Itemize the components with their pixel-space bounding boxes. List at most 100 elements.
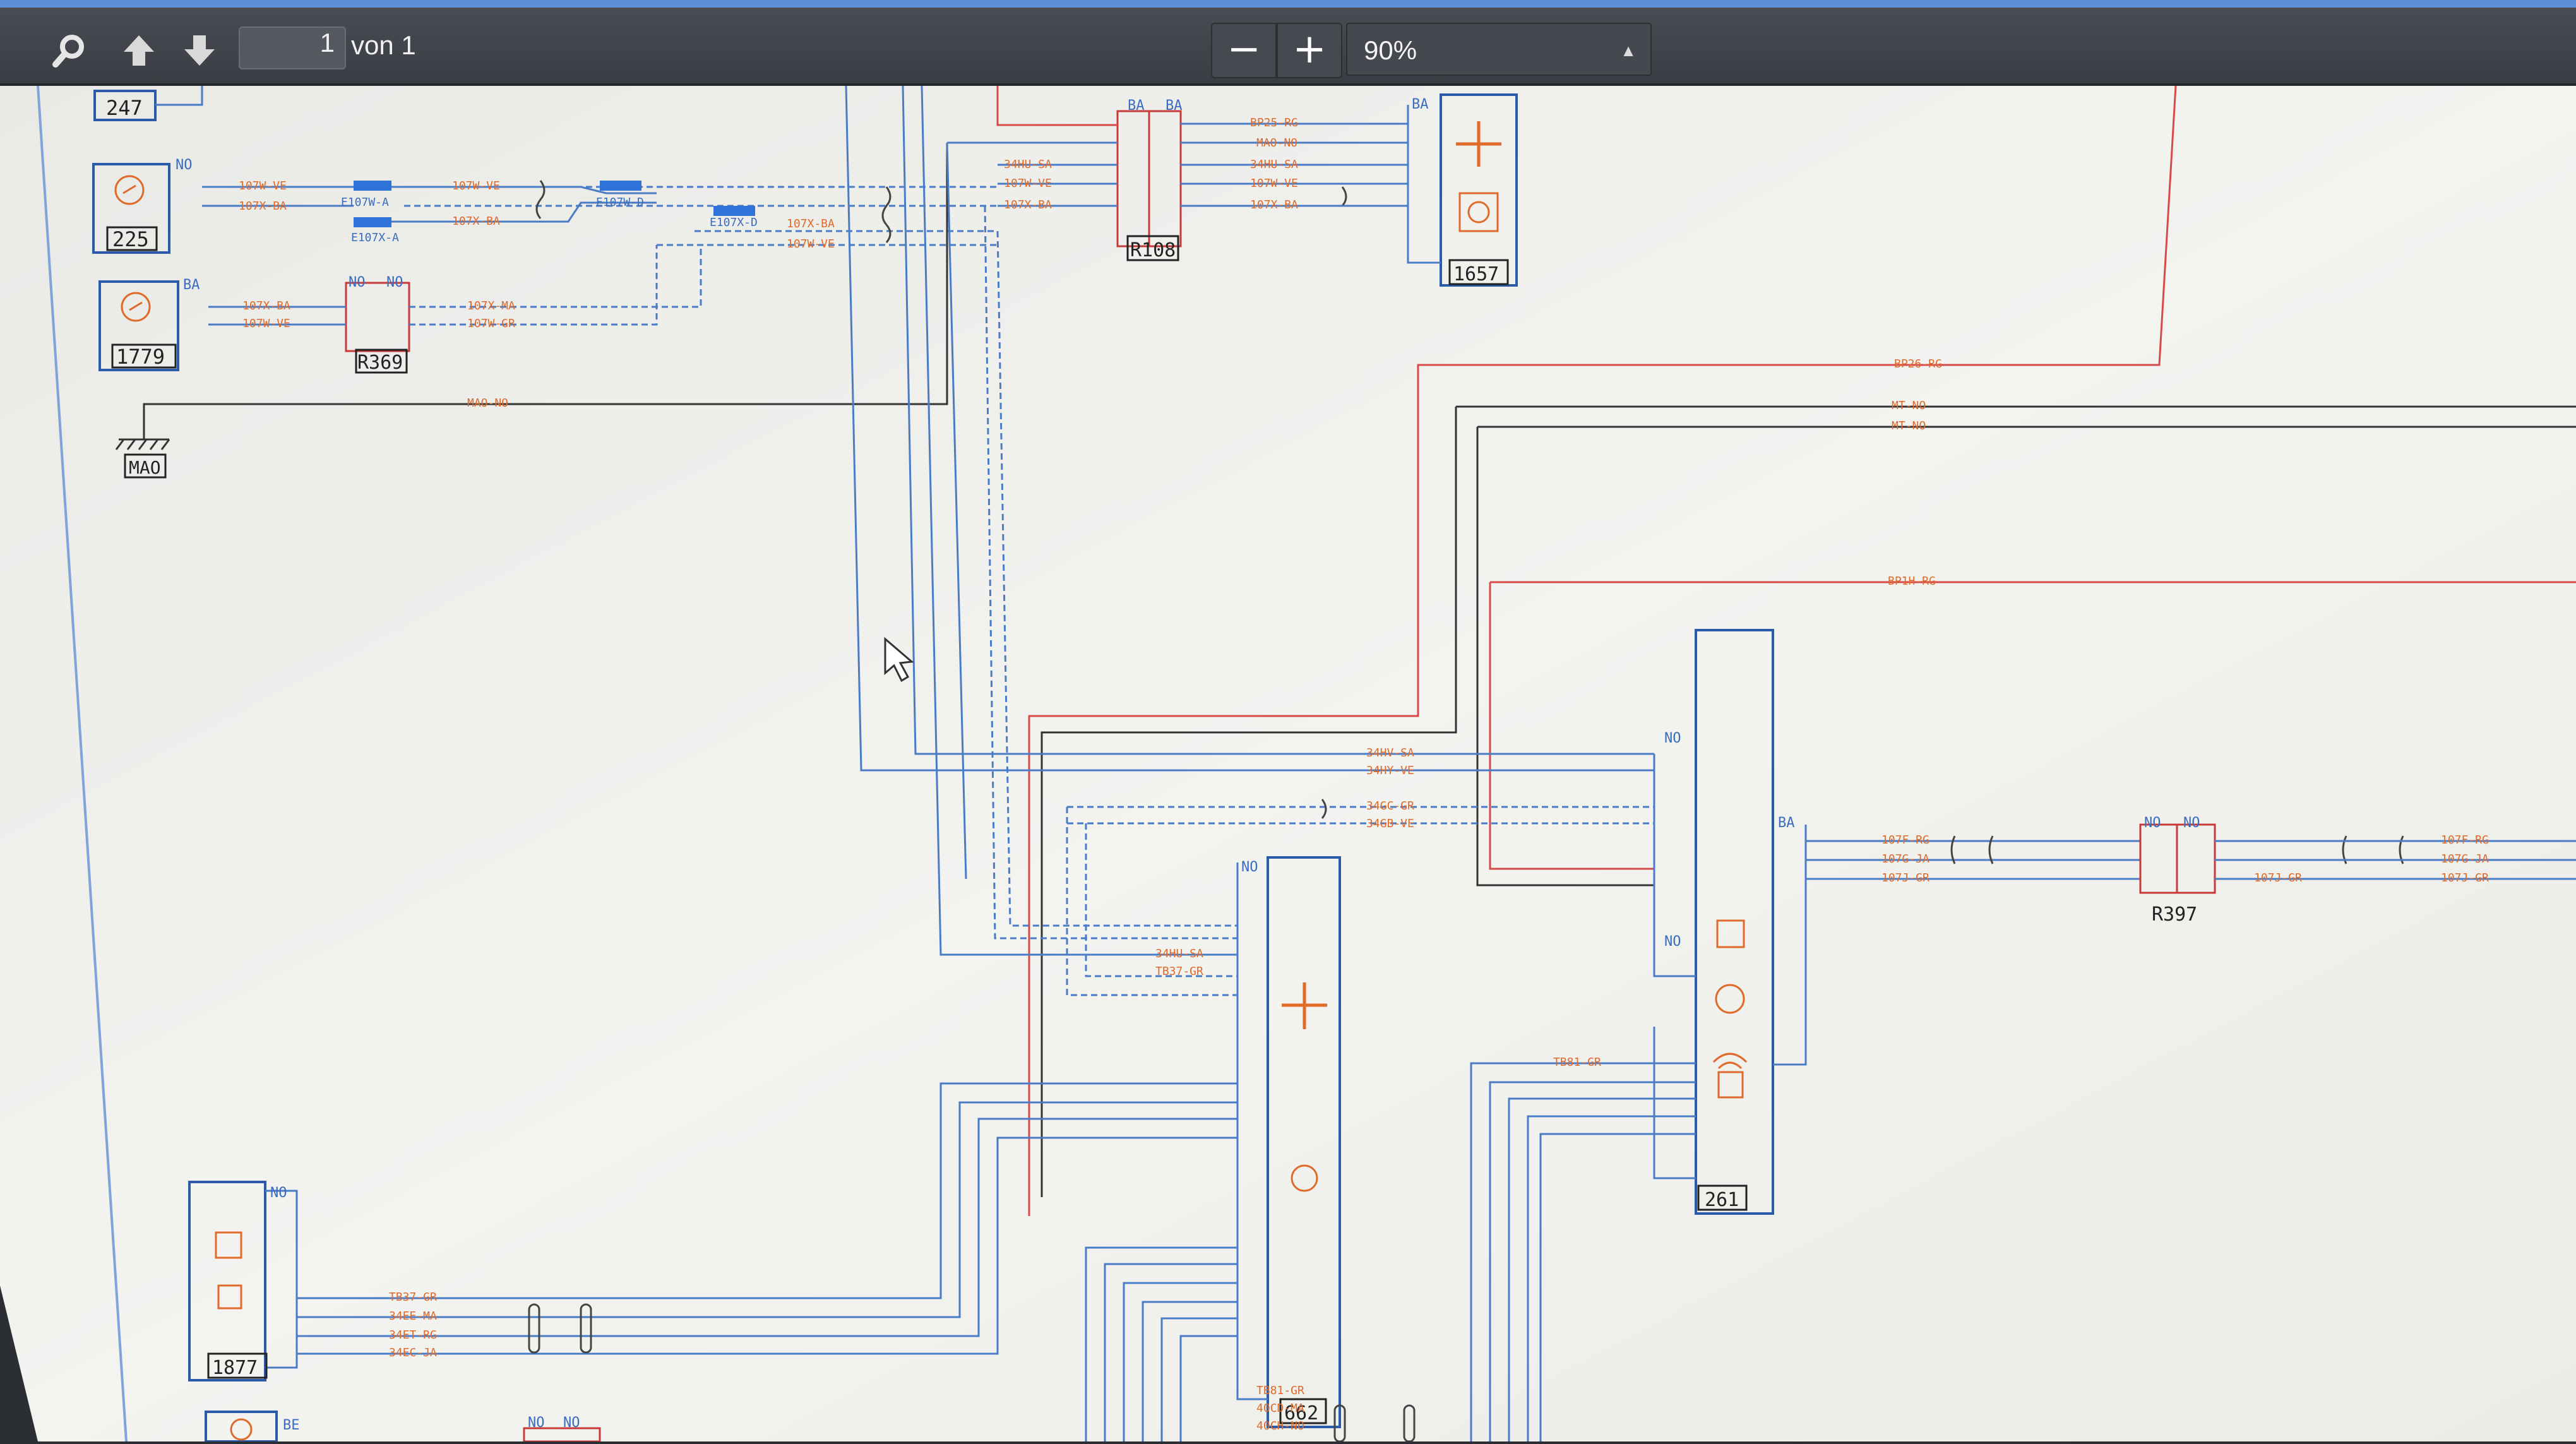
- wire-label-34hv-sa: 34HV-SA: [1366, 746, 1414, 760]
- wire-label-107w-ve-5: 107W-VE: [1004, 177, 1052, 190]
- antenna-icon-base: [1717, 1071, 1744, 1099]
- splice-e107w-a: [354, 181, 391, 191]
- ecu-star-icon: [1456, 121, 1501, 167]
- connector-no-label: NO: [349, 275, 366, 290]
- connector-261-bracket-top: [1653, 754, 1696, 977]
- splice-e107w-d: [600, 181, 641, 191]
- wire-label-107x-ma: 107X-MA: [467, 299, 515, 313]
- camera-icon: [1458, 192, 1499, 232]
- wire-label-107f-rg: 107F-RG: [1881, 833, 1929, 847]
- arrow-up-icon[interactable]: [114, 25, 164, 76]
- wire-label-107w-ve-2: 107W-VE: [452, 179, 500, 193]
- wires-r108-left: [947, 141, 1118, 207]
- connector-r108-tag: [1126, 235, 1179, 261]
- zoom-level-select[interactable]: 90% ▲: [1346, 23, 1652, 76]
- wires-662-bundle: [297, 1062, 1696, 1441]
- page-border-line: [37, 85, 128, 1442]
- splice-label-e107w-d: E107W-D: [596, 196, 644, 209]
- wires-1779: [208, 306, 346, 326]
- sensor-icon: [121, 292, 151, 322]
- connector-no-label: NO: [386, 275, 403, 290]
- radio-icon: [217, 1284, 242, 1310]
- page-number-input[interactable]: 1: [239, 27, 346, 69]
- splice-e107x-a: [354, 217, 391, 227]
- window-accent-line: [0, 0, 2576, 8]
- wire-label-tb81-gr: TB81-GR: [1553, 1056, 1601, 1069]
- wires-r108-right: [1181, 122, 1408, 207]
- connector-ba-label: BA: [1166, 98, 1183, 114]
- wire-label-tb81-gr-2: TB81-GR: [1256, 1384, 1304, 1397]
- splice-label-e107x-a: E107X-A: [351, 231, 399, 244]
- wires-261-r397: [1806, 840, 2140, 880]
- wire-label-34hu-sa-2: 34HU-SA: [1250, 158, 1298, 171]
- connector-no-label: NO: [2183, 815, 2200, 831]
- wire-label-mao-no: MAO-NO: [467, 397, 508, 410]
- arrow-down-icon[interactable]: [174, 25, 225, 76]
- connector-no-label: NO: [270, 1185, 287, 1201]
- speaker-icon: [1716, 919, 1745, 948]
- connector-no-label: NO: [563, 1415, 580, 1431]
- wire-label-107g-ja-2: 107G-JA: [2441, 852, 2489, 866]
- component-1877[interactable]: [188, 1181, 266, 1381]
- wire-label-107j-gr: 107J-GR: [1881, 871, 1929, 885]
- component-662[interactable]: [1267, 856, 1341, 1428]
- twist-markers-r397: [1950, 835, 2404, 864]
- wire-label-107j-gr-2: 107J-GR: [2254, 871, 2302, 885]
- pdf-toolbar: 1 von 1 − + 90% ▲: [0, 0, 2576, 86]
- bus-wires-blue: [845, 85, 1654, 956]
- connector-r369-label: R369: [357, 352, 403, 374]
- component-261-label: 261: [1705, 1189, 1739, 1211]
- wire-label-40ch-no: 40CH-NO: [1256, 1419, 1304, 1433]
- zoom-out-button[interactable]: −: [1211, 23, 1277, 78]
- connector-no-label: NO: [528, 1415, 545, 1431]
- component-225-tag: [106, 226, 158, 251]
- component-662-label: 662: [1284, 1402, 1318, 1424]
- wire-label-bp1h-rg: BP1H-RG: [1888, 575, 1936, 588]
- connector-no-label: NO: [1664, 731, 1681, 746]
- wire-label-tb37-gr: TB37-GR: [1155, 965, 1203, 978]
- wire-247: [155, 86, 203, 106]
- connector-ba-label: BA: [183, 277, 200, 293]
- zoom-level-value: 90%: [1364, 35, 1417, 65]
- wire-label-107f-rg-2: 107F-RG: [2441, 833, 2489, 847]
- component-1779-label: 1779: [116, 345, 165, 369]
- connector-1877-bracket: [265, 1190, 298, 1369]
- component-1657[interactable]: [1440, 93, 1518, 287]
- wire-label-34et-rg: 34ET-RG: [389, 1328, 437, 1342]
- connector-ba-label: BA: [1412, 97, 1429, 112]
- wire-label-107w-ve-6: 107W-VE: [1250, 177, 1298, 190]
- splice-label-e107x-d: E107X-D: [710, 216, 758, 229]
- wire-label-mt-no: MT-NO: [1892, 399, 1926, 412]
- component-261-tag: [1697, 1184, 1748, 1211]
- wire-label-107w-ve-4: 107W-VE: [242, 317, 290, 330]
- wire-label-107w-ve-3: 107W-VE: [787, 237, 835, 251]
- wire-label-107j-gr-3: 107J-GR: [2441, 871, 2489, 885]
- sensor-icon-needle: [129, 301, 143, 311]
- wire-label-34hu-sa-3: 34HU-SA: [1155, 947, 1203, 960]
- mouse-pointer-icon: [884, 636, 914, 683]
- wire-label-107x-ba-2: 107X-BA: [452, 215, 500, 228]
- connector-261-bracket-bottom: [1653, 1027, 1696, 1179]
- component-225-label: 225: [112, 227, 149, 251]
- wire-label-mao-no-2: MAO-NO: [1256, 136, 1297, 150]
- zoom-in-button[interactable]: +: [1277, 23, 1342, 78]
- connector-r369[interactable]: [345, 282, 410, 352]
- wire-label-107w-ve: 107W-VE: [239, 179, 287, 193]
- connector-662-bracket: [1236, 862, 1268, 1400]
- twist-markers: [535, 180, 1347, 243]
- document-viewport[interactable]: 247 225 1779 NO BA 107W-VE 107X-BA E107W…: [0, 85, 2576, 1443]
- wiring-diagram: 247 225 1779 NO BA 107W-VE 107X-BA E107W…: [0, 85, 2576, 1443]
- sensor-icon: [230, 1418, 253, 1441]
- component-1877-label: 1877: [212, 1357, 258, 1379]
- wire-label-107x-ba-6: 107X-BA: [1250, 198, 1298, 212]
- wire-label-34gb-ve: 34GB-VE: [1366, 817, 1414, 830]
- component-1779[interactable]: [98, 280, 179, 371]
- component-225[interactable]: [92, 163, 170, 254]
- twist-marker: [1321, 799, 1327, 819]
- component-261[interactable]: [1695, 629, 1774, 1215]
- wires-r369-out: [409, 245, 702, 326]
- connector-ba-label: BA: [1128, 98, 1145, 114]
- sensor-icon: [114, 175, 145, 205]
- magnifier-icon[interactable]: [44, 25, 95, 76]
- wire-label-34ee-ma: 34EE-MA: [389, 1310, 437, 1323]
